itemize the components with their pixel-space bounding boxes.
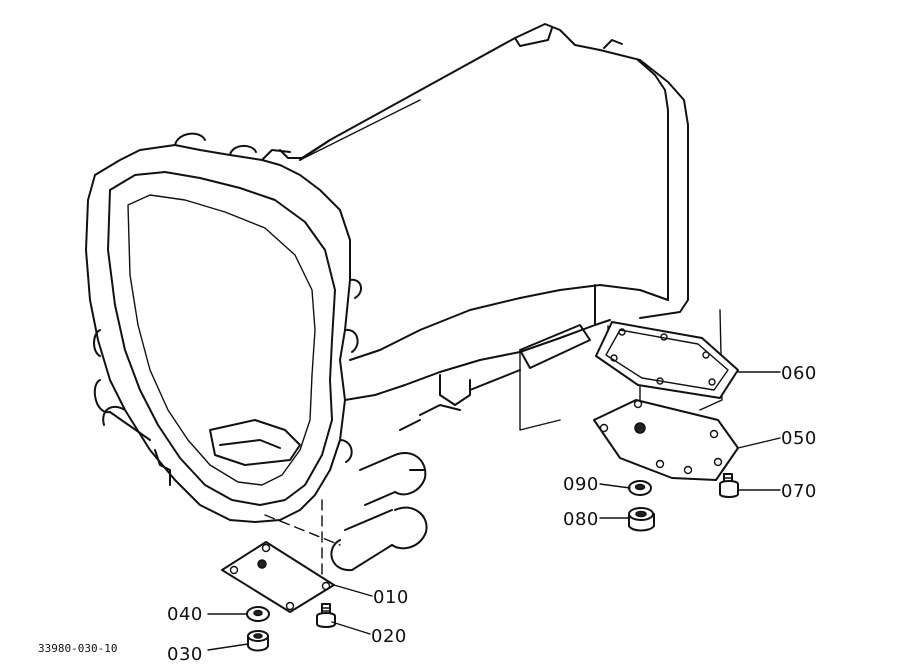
transmission-case: [85, 23, 723, 581]
label-060: 060: [781, 363, 817, 384]
diagram-code: 33980-030-10: [38, 642, 117, 655]
label-070: 070: [781, 481, 817, 502]
label-050: 050: [781, 428, 817, 449]
label-080: 080: [563, 509, 599, 530]
part-060-gasket: [595, 321, 739, 399]
part-040-washer: [246, 606, 270, 622]
label-090: 090: [563, 474, 599, 495]
label-040: 040: [167, 604, 203, 625]
part-010-bottom-cover: [221, 541, 335, 613]
part-030-nut: [247, 630, 269, 652]
part-080-nut: [628, 507, 655, 532]
label-020: 020: [371, 626, 407, 647]
part-020-bolt: [316, 603, 336, 628]
part-090-washer: [628, 480, 652, 496]
label-030: 030: [167, 644, 203, 665]
label-010: 010: [373, 587, 409, 608]
part-050-cover-plate: [593, 399, 739, 481]
leader-lines: [207, 371, 781, 651]
part-070-bolt: [719, 473, 739, 498]
